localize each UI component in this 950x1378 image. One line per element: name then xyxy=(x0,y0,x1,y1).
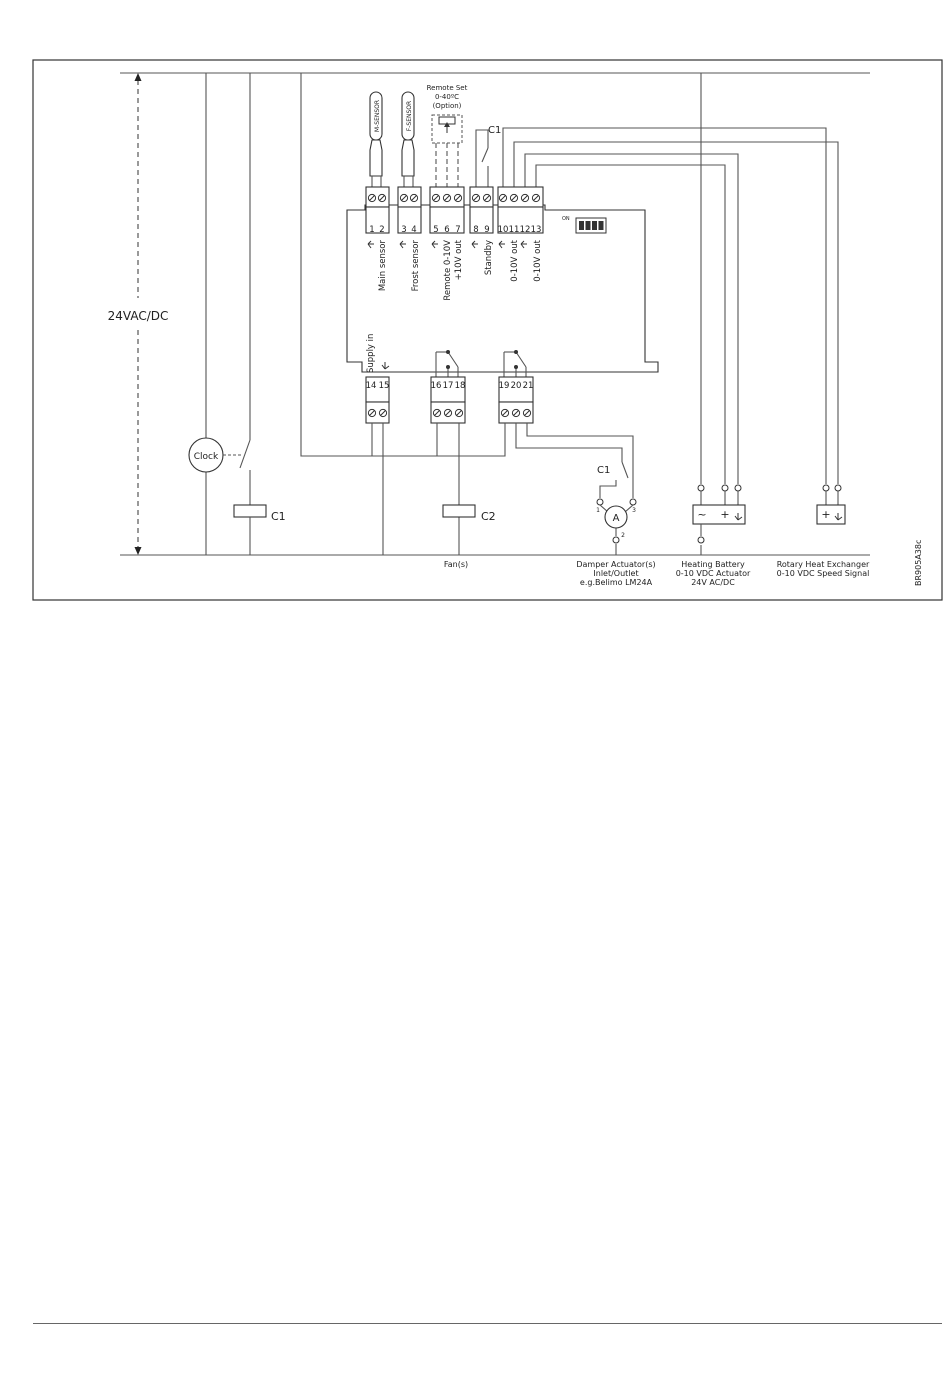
terminal-block-14-15 xyxy=(365,376,390,424)
actuator-desc-3: e.g.Belimo LM24A xyxy=(580,578,653,587)
terminal-number: 20 xyxy=(511,381,522,391)
clock-label: Clock xyxy=(194,452,219,462)
diagram-frame xyxy=(32,59,943,601)
relay-contact-16-18 xyxy=(435,350,459,377)
terminal-number: 11 xyxy=(509,225,520,235)
frost-sensor-label: Frost sensor xyxy=(411,240,421,292)
damper-c1-label: C1 xyxy=(597,465,610,476)
terminal-block-5-7 xyxy=(429,186,465,234)
voltage-dimension xyxy=(134,73,142,555)
terminal-block-16-18 xyxy=(430,376,466,424)
footer-rule xyxy=(33,1323,942,1324)
actuator-pin-2: 2 xyxy=(621,532,625,539)
remote-set-potentiometer xyxy=(431,114,463,187)
terminal-number: 4 xyxy=(411,225,416,235)
supply-in-label: Supply in xyxy=(366,334,376,373)
terminal-number: 13 xyxy=(531,225,542,235)
terminal-number: 16 xyxy=(431,381,442,391)
main-sensor-label: Main sensor xyxy=(378,240,388,292)
rotary-desc-2: 0-10 VDC Speed Signal xyxy=(777,569,870,578)
terminal-number: 14 xyxy=(366,381,377,391)
clock-contact xyxy=(239,439,251,469)
terminal-number: 17 xyxy=(443,381,454,391)
lower-wiring xyxy=(300,73,634,555)
terminal-number: 3 xyxy=(401,225,406,235)
heating-desc-3: 24V AC/DC xyxy=(691,578,735,587)
terminal-number: 7 xyxy=(455,225,460,235)
actuator-symbol: A xyxy=(613,513,620,524)
relay-c1-coil xyxy=(233,504,267,518)
terminal-number: 19 xyxy=(499,381,510,391)
frost-sensor-tag: F-SENSOR xyxy=(406,101,413,131)
output-1-label: 0-10V out xyxy=(510,239,520,281)
heating-battery-symbol xyxy=(692,484,746,544)
actuator-desc-2: Inlet/Outlet xyxy=(593,569,638,578)
actuator-pin-3: 3 xyxy=(632,507,636,514)
dip-switch xyxy=(575,217,607,234)
relay-c2-coil xyxy=(442,504,476,518)
terminal-number: 12 xyxy=(520,225,531,235)
supply-voltage-label: 24VAC/DC xyxy=(108,309,169,323)
terminal-number: 6 xyxy=(444,225,449,235)
main-sensor-tag: M-SENSOR xyxy=(374,100,381,132)
analog-output-wiring xyxy=(502,73,839,555)
rotary-desc-1: Rotary Heat Exchanger xyxy=(777,560,870,569)
remote-set-option: (Option) xyxy=(433,102,462,110)
terminal-number: 18 xyxy=(455,381,466,391)
remote-set-title: Remote Set xyxy=(427,84,468,92)
rotary-plus: + xyxy=(821,508,830,521)
drawing-code: BR905A38c xyxy=(914,540,923,586)
rotary-exchanger-symbol xyxy=(816,484,846,525)
terminal-number: 9 xyxy=(484,225,489,235)
terminal-block-3-4 xyxy=(397,186,422,234)
fans-label: Fan(s) xyxy=(444,560,468,569)
main-sensor-probe xyxy=(369,91,383,187)
dip-switch-on-label: ON xyxy=(562,216,570,222)
actuator-desc-1: Damper Actuator(s) xyxy=(576,560,655,569)
standby-c1-contact xyxy=(475,129,489,187)
standby-c1-label: C1 xyxy=(488,125,501,136)
terminal-number: 2 xyxy=(379,225,384,235)
terminal-number: 8 xyxy=(473,225,478,235)
terminal-number: 21 xyxy=(523,381,534,391)
relay-contact-19-21 xyxy=(503,350,527,377)
terminal-number: 15 xyxy=(379,381,390,391)
relay-c1-label: C1 xyxy=(271,510,286,523)
terminal-block-8-9 xyxy=(469,186,494,234)
terminal-number: 10 xyxy=(498,225,509,235)
output-2-label: 0-10V out xyxy=(533,239,543,281)
terminal-block-1-2 xyxy=(365,186,390,234)
frost-sensor-probe xyxy=(401,91,415,187)
heating-desc-2: 0-10 VDC Actuator xyxy=(676,569,751,578)
heating-desc-1: Heating Battery xyxy=(681,560,745,569)
terminal-block-10-13 xyxy=(497,186,544,234)
remote-set-range: 0-40ºC xyxy=(435,93,459,101)
actuator-pin-1: 1 xyxy=(596,507,600,514)
terminal-number: 5 xyxy=(433,225,438,235)
relay-c2-label: C2 xyxy=(481,510,496,523)
remote-input-label: Remote 0-10V xyxy=(443,240,453,301)
damper-actuator-symbol xyxy=(596,498,637,544)
terminal-number: 1 xyxy=(369,225,374,235)
controller-body xyxy=(346,204,659,373)
plus10v-out-label: +10V out xyxy=(454,239,464,280)
standby-label: Standby xyxy=(484,240,494,275)
heating-plus: + xyxy=(720,508,729,521)
heating-tilde: ~ xyxy=(697,508,706,521)
